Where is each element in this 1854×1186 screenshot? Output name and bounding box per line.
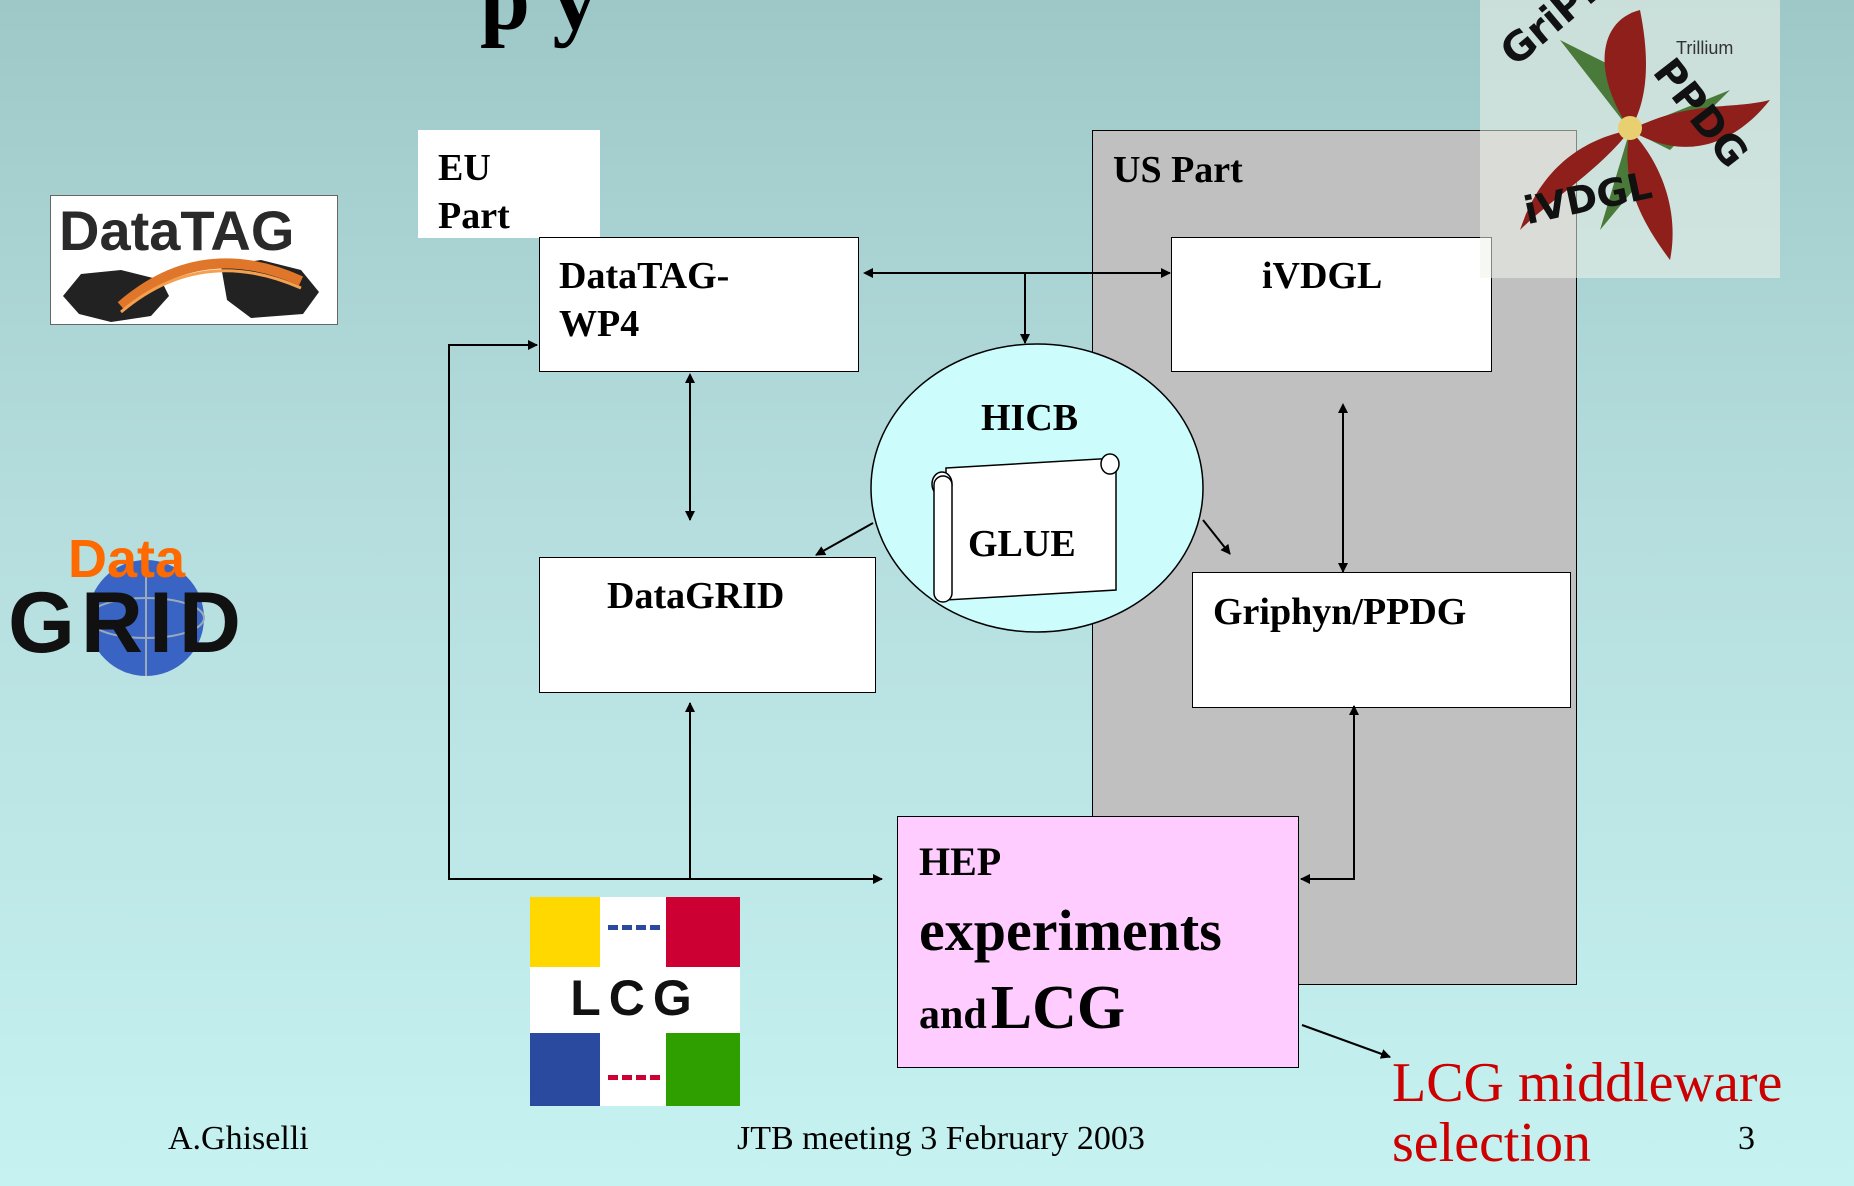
datagrid-logo-top: Data <box>68 529 186 589</box>
lcg-square-red <box>666 897 740 967</box>
outcome-line-1: LCG middleware <box>1392 1052 1783 1114</box>
datatag-wp4-label-2: WP4 <box>559 303 640 345</box>
arrow-hep-outcome <box>1301 1024 1391 1059</box>
outcome-line-2: selection <box>1392 1112 1592 1175</box>
footer-page-number: 3 <box>1738 1120 1755 1157</box>
hep-label-3-big: LCG <box>990 974 1126 1042</box>
lcg-square-blue <box>530 1033 600 1106</box>
datagrid-label: DataGRID <box>607 575 785 617</box>
glue-scroll-icon <box>931 453 1120 603</box>
datagrid-logo-bottom: GRID <box>8 575 247 671</box>
datagrid-logo: Data GRID <box>6 528 296 678</box>
hep-label-3: and LCG <box>919 973 1125 1044</box>
hep-label-1: HEP <box>919 839 1002 884</box>
arrow-loop-datatag <box>448 340 882 880</box>
eu-part-label-2: Part <box>438 195 510 237</box>
datatag-map-graphic <box>63 258 319 322</box>
lcg-logo: LCG <box>530 897 740 1106</box>
hep-label-3-small: and <box>919 992 987 1038</box>
footer-author: A.Ghiselli <box>168 1120 309 1157</box>
glue-label: GLUE <box>968 523 1076 565</box>
trillium-logo: Trillium GriPhyN PPDG iVDGL <box>1480 0 1780 278</box>
trillium-flower-graphic <box>1480 0 1780 278</box>
arrow-griphyn-hep <box>1300 708 1355 884</box>
datatag-wp4-label-1: DataTAG- <box>559 255 730 297</box>
datagrid-node <box>539 557 876 693</box>
lcg-square-green <box>666 1033 740 1106</box>
eu-part-box <box>418 130 600 238</box>
footer-meeting: JTB meeting 3 February 2003 <box>737 1120 1145 1157</box>
hep-label-2: experiments <box>919 898 1222 963</box>
ivdgl-node <box>1171 237 1492 372</box>
datatag-logo-text: DataTAG <box>59 199 295 262</box>
datagrid-globe-graphic <box>87 560 205 676</box>
hep-node <box>897 816 1299 1068</box>
arrow-hicb-datagrid <box>815 522 874 556</box>
trillium-title: Trillium <box>1676 38 1734 58</box>
outcome-label: LCG middleware selection <box>1392 1053 1782 1174</box>
griphyn-ppdg-node <box>1192 572 1571 708</box>
slide-title: p y <box>480 0 598 51</box>
ivdgl-label: iVDGL <box>1262 255 1383 297</box>
hicb-label: HICB <box>981 397 1079 439</box>
datatag-logo: DataTAG <box>50 195 338 325</box>
arrow-hicb-griphyn <box>1202 519 1231 555</box>
griphyn-ppdg-label: Griphyn/PPDG <box>1213 591 1467 633</box>
lcg-logo-text: LCG <box>570 970 700 1026</box>
lcg-dash-top <box>608 925 660 930</box>
lcg-dash-bottom <box>608 1075 660 1080</box>
lcg-square-yellow <box>530 897 600 967</box>
eu-part-label-1: EU <box>438 147 491 189</box>
us-part-label: US Part <box>1113 149 1243 191</box>
datatag-wp4-node <box>539 237 859 372</box>
